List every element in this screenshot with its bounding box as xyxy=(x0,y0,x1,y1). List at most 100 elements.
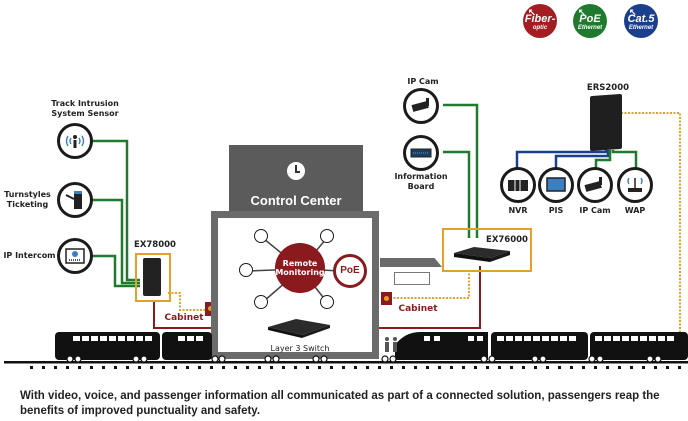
fiber-optic-badge: ↖ Fiber- optic xyxy=(523,4,557,38)
caption-text: With video, voice, and passenger informa… xyxy=(20,390,660,417)
ex78000-switch-box[interactable] xyxy=(135,253,171,302)
track-tie xyxy=(594,366,597,369)
train-wheel xyxy=(539,355,547,363)
track-tie xyxy=(378,366,381,369)
display-icon xyxy=(546,177,566,192)
ers2000-label: ERS2000 xyxy=(586,83,630,93)
track-tie xyxy=(390,366,393,369)
track-tie xyxy=(498,366,501,369)
track-tie xyxy=(138,366,141,369)
track-tie xyxy=(366,366,369,369)
train-wheel xyxy=(320,355,328,363)
turnstile-icon xyxy=(65,191,82,209)
track-tie xyxy=(534,366,537,369)
ex76000-switch-icon xyxy=(454,247,510,262)
train-wheel xyxy=(389,355,397,363)
track-tie xyxy=(222,366,225,369)
ers-ip-cam-label: IP Cam xyxy=(579,206,611,215)
track-intrusion-sensor[interactable] xyxy=(57,123,93,159)
track-tie xyxy=(318,366,321,369)
track-tie xyxy=(522,366,525,369)
track-tie xyxy=(126,366,129,369)
wap-label: WAP xyxy=(624,206,646,215)
track-tie xyxy=(666,366,669,369)
control-center-title: Control Center xyxy=(250,193,342,208)
cabinet-left-label: Cabinet xyxy=(164,313,204,323)
track-tie xyxy=(606,366,609,369)
track-ties xyxy=(30,366,681,369)
ers-ip-cam-device[interactable] xyxy=(577,167,613,203)
train-wheel xyxy=(66,355,74,363)
poe-circle: PoE xyxy=(333,254,367,288)
track-tie xyxy=(162,366,165,369)
track-tie xyxy=(570,366,573,369)
intercom-icon xyxy=(65,248,85,264)
track-tie xyxy=(294,366,297,369)
track-tie xyxy=(174,366,177,369)
cabinet-right-icon xyxy=(381,292,392,305)
info-board-device[interactable] xyxy=(403,135,439,171)
track-tie xyxy=(462,366,465,369)
platform-roof xyxy=(380,258,442,267)
hub-intercom-node xyxy=(254,295,268,309)
track-rail xyxy=(4,361,688,364)
track-tie xyxy=(402,366,405,369)
train-wheel xyxy=(272,355,280,363)
track-tie xyxy=(414,366,417,369)
ip-cam-label: IP Cam xyxy=(407,77,439,86)
track-tie xyxy=(234,366,237,369)
track-tie xyxy=(258,366,261,369)
train-wheel xyxy=(74,355,82,363)
nvr-device[interactable] xyxy=(500,167,536,203)
train-wheel xyxy=(381,355,389,363)
hub-sensor-node xyxy=(254,229,268,243)
train-wheel xyxy=(488,355,496,363)
track-tie xyxy=(66,366,69,369)
layer3-switch-icon[interactable] xyxy=(266,317,332,339)
cat5-lines xyxy=(515,150,610,170)
arrow-icon: ↖ xyxy=(578,7,586,17)
track-tie xyxy=(678,366,681,369)
camera-icon xyxy=(411,98,429,112)
ex76000-switch-box[interactable] xyxy=(442,228,532,272)
track-tie xyxy=(354,366,357,369)
platform-sign xyxy=(394,272,430,285)
layer3-switch-label: Layer 3 Switch xyxy=(270,344,330,353)
track-tie xyxy=(618,366,621,369)
ip-cam-device[interactable] xyxy=(403,88,439,124)
sensor-icon xyxy=(65,135,85,148)
pis-label: PIS xyxy=(548,206,564,215)
track-tie xyxy=(198,366,201,369)
turnstyles-ticketing[interactable] xyxy=(57,182,93,218)
nvr-label: NVR xyxy=(508,206,528,215)
train-wheel xyxy=(264,355,272,363)
track-tie xyxy=(270,366,273,369)
track-tie xyxy=(210,366,213,369)
train-wheel xyxy=(211,355,219,363)
pis-device[interactable] xyxy=(538,167,574,203)
track-tie xyxy=(342,366,345,369)
train-wheel xyxy=(140,355,148,363)
cat5-ethernet-badge: ↖ Cat.5 Ethernet xyxy=(624,4,658,38)
wireless-ap-icon xyxy=(627,177,643,192)
track-tie xyxy=(510,366,513,369)
ex78000-switch-icon xyxy=(143,258,161,296)
wap-device[interactable] xyxy=(617,167,653,203)
track-tie xyxy=(114,366,117,369)
track-tie xyxy=(186,366,189,369)
ip-intercom-label: IP Intercom xyxy=(3,251,56,260)
track-tie xyxy=(330,366,333,369)
track-tie xyxy=(42,366,45,369)
track-tie xyxy=(450,366,453,369)
train-wheel xyxy=(654,355,662,363)
remote-monitoring-hub[interactable]: Remote Monitoring xyxy=(275,243,325,293)
clock-icon xyxy=(287,162,305,180)
track-tie xyxy=(558,366,561,369)
control-center-tower xyxy=(229,145,363,215)
ip-intercom[interactable] xyxy=(57,238,93,274)
train-wheel xyxy=(588,355,596,363)
track-tie xyxy=(582,366,585,369)
